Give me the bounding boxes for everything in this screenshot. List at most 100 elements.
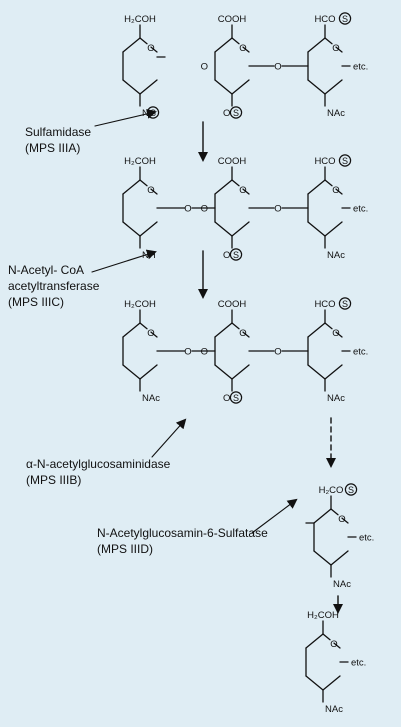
sulfate-letter: S xyxy=(150,108,156,118)
c2-substituent-label: N xyxy=(142,108,149,119)
c2-substituent-label: NAc xyxy=(327,250,345,261)
c6-substituent-label: H₂COH xyxy=(307,610,339,621)
c6-substituent-label: H₂COH xyxy=(124,156,156,167)
ring-bond xyxy=(242,46,250,53)
o-sulfate-label: O xyxy=(223,393,230,404)
sulfate-circle xyxy=(338,154,352,167)
ring-bond xyxy=(324,364,343,380)
sulfate-circle xyxy=(229,248,243,261)
sulfate-letter: S xyxy=(342,14,348,24)
ring-bond xyxy=(231,79,250,95)
ring-oxygen-label: O xyxy=(147,185,154,196)
sulfate-letter: S xyxy=(233,393,239,403)
ring-bond xyxy=(330,550,349,566)
c2-substituent-label: NAc xyxy=(325,704,343,715)
glycosidic-oxygen-label: O xyxy=(184,204,191,215)
c6-substituent-label: H₂COH xyxy=(124,14,156,25)
enzyme-name-acetyltransferase-line2: acetyltransferase xyxy=(8,279,100,293)
ring-bond xyxy=(313,550,332,566)
ring-bond xyxy=(307,179,326,195)
ring-oxygen-label: O xyxy=(330,639,337,650)
glucosaminidase-pointer xyxy=(151,418,187,458)
c2-substituent-label: NAc xyxy=(327,108,345,119)
ring-oxygen-label: O xyxy=(332,328,339,339)
sulfate-circle xyxy=(146,106,160,119)
o-sulfate-label: O xyxy=(223,108,230,119)
glycosidic-oxygen-label: O xyxy=(184,347,191,358)
ring-bond xyxy=(307,364,326,380)
ring-bond xyxy=(139,221,158,237)
sulfate-letter: S xyxy=(233,108,239,118)
enzyme-name-sulfamidase: Sulfamidase xyxy=(25,125,91,139)
ring-bond xyxy=(305,633,324,649)
sulfate-circle xyxy=(338,12,352,25)
sulfate-letter: S xyxy=(233,250,239,260)
glycosidic-oxygen-label: O xyxy=(274,204,281,215)
c6-substituent-label: HCO xyxy=(314,299,335,310)
c2-substituent-label: NAc xyxy=(333,579,351,590)
c2-substituent-label: NAc xyxy=(327,393,345,404)
glycosidic-oxygen-label: O xyxy=(274,347,281,358)
ring-bond xyxy=(122,37,141,53)
linkage-oxygen-label: O xyxy=(201,62,208,73)
enzyme-disease-mps-iiia: (MPS IIIA) xyxy=(25,141,80,155)
ring-bond xyxy=(324,221,343,237)
c6-substituent-label: COOH xyxy=(218,156,247,167)
ring-bond xyxy=(322,675,341,691)
ring-oxygen-label: O xyxy=(239,328,246,339)
enzyme-disease-mps-iiib: (MPS IIIB) xyxy=(26,473,81,487)
ring-bond xyxy=(324,179,333,187)
chain-continuation-label: etc. xyxy=(353,204,368,215)
ring-bond xyxy=(305,675,324,691)
sulfate-letter: S xyxy=(342,156,348,166)
ring-bond xyxy=(231,221,250,237)
ring-bond xyxy=(214,364,233,380)
acetyltransferase-pointer xyxy=(91,249,157,273)
ring-bond xyxy=(122,79,141,95)
ring-bond xyxy=(324,79,343,95)
ring-bond xyxy=(335,331,343,338)
ring-bond xyxy=(122,179,141,195)
c6-substituent-label: HCO xyxy=(314,14,335,25)
o-sulfate-label: O xyxy=(223,250,230,261)
ring-bond xyxy=(231,364,250,380)
ring-bond xyxy=(150,331,158,338)
chain-continuation-label: etc. xyxy=(353,347,368,358)
ring-bond xyxy=(139,37,148,45)
c2-substituent-label: NH xyxy=(142,250,156,261)
ring-bond xyxy=(307,221,326,237)
ring-bond xyxy=(214,37,233,53)
sulfate-letter: S xyxy=(342,299,348,309)
sulfamidase-pointer xyxy=(94,108,157,127)
enzyme-name-sulfatase: N-Acetylglucosamin-6-Sulfatase xyxy=(97,526,268,540)
ring-bond xyxy=(231,37,240,45)
ring-bond xyxy=(242,331,250,338)
ring-bond xyxy=(150,188,158,195)
enzyme-name-acetyltransferase-line1: N-Acetyl- CoA xyxy=(8,263,84,277)
ring-bond xyxy=(307,322,326,338)
c2-substituent-label: NAc xyxy=(142,393,160,404)
ring-bond xyxy=(214,322,233,338)
ring-bond xyxy=(139,322,148,330)
ring-bond xyxy=(313,508,332,524)
sulfate-circle xyxy=(338,297,352,310)
sulfatase-pointer xyxy=(251,498,298,534)
ring-bond xyxy=(231,322,240,330)
c6-substituent-label: COOH xyxy=(218,299,247,310)
ring-oxygen-label: O xyxy=(239,43,246,54)
ring-bond xyxy=(324,322,333,330)
ring-bond xyxy=(139,364,158,380)
ring-bond xyxy=(122,221,141,237)
ring-bond xyxy=(122,364,141,380)
linkage-oxygen-label: O xyxy=(201,204,208,215)
ring-bond xyxy=(307,79,326,95)
ring-oxygen-label: O xyxy=(239,185,246,196)
ring-bond xyxy=(214,221,233,237)
chain-continuation-label: etc. xyxy=(353,62,368,73)
ring-oxygen-label: O xyxy=(332,185,339,196)
enzyme-name-glucosaminidase: α-N-acetylglucosaminidase xyxy=(26,457,171,471)
c6-substituent-label: HCO xyxy=(314,156,335,167)
ring-bond xyxy=(333,642,341,649)
c6-substituent-label: COOH xyxy=(218,14,247,25)
